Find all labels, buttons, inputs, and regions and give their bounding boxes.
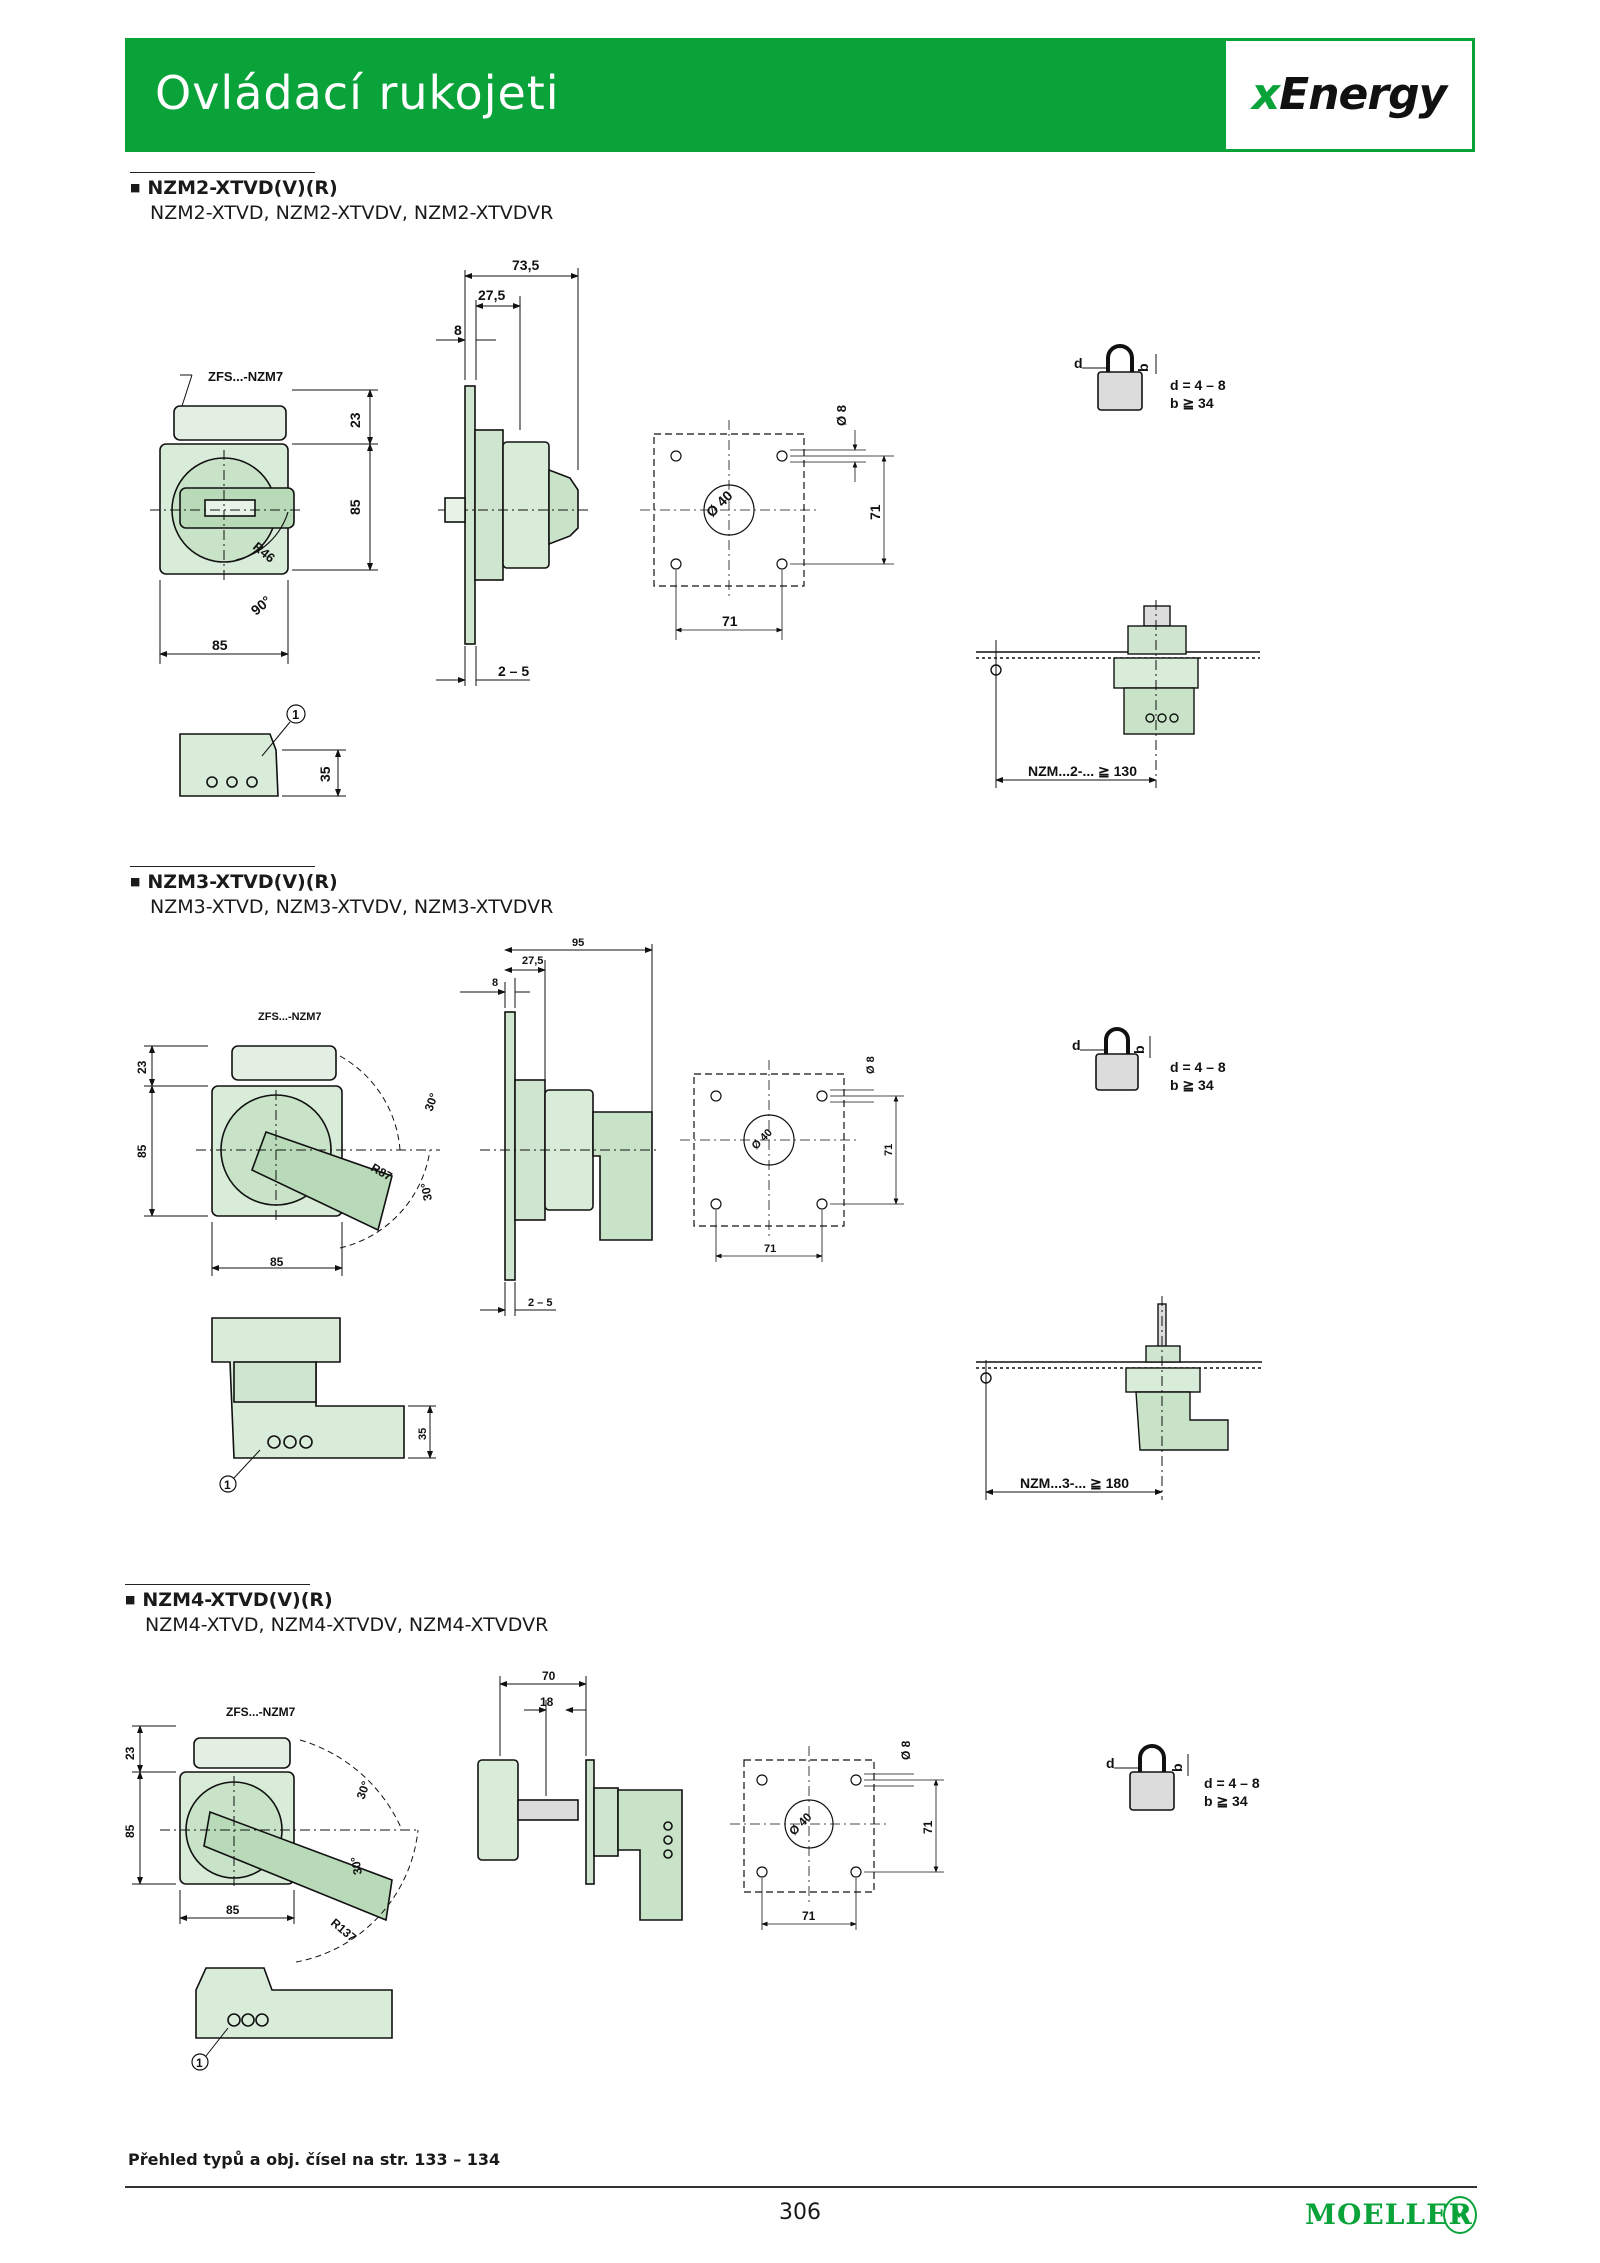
dim-height: 85 — [347, 499, 363, 515]
radius-label-4: R137 — [328, 1916, 359, 1945]
side-dim-8: 8 — [454, 322, 462, 338]
page-header: Ovládací rukojeti xEnergy — [125, 38, 1475, 152]
angle-b-3: 30° — [418, 1181, 435, 1202]
nzm2-mounting-view — [976, 600, 1260, 788]
nzm2-front-view — [150, 374, 378, 664]
zfs-label-3: ZFS...-NZM7 — [258, 1011, 322, 1023]
lock-d-3: d — [1072, 1037, 1081, 1053]
hole-dia-3: Ø 40 — [750, 1127, 775, 1152]
dim-width-4: 85 — [226, 1903, 240, 1917]
lock-b-min-3: b ≧ 34 — [1170, 1077, 1214, 1093]
hole-71h-3: 71 — [764, 1243, 776, 1255]
dim-height-3: 85 — [135, 1144, 149, 1158]
angle-a-3: 30° — [422, 1091, 441, 1113]
mount-dim: NZM...2-... ≧ 130 — [1028, 763, 1137, 779]
section-subtitle: NZM2-XTVD, NZM2-XTVDV, NZM2-XTVDVR — [150, 202, 554, 224]
side-dim-gap-3: 2 – 5 — [528, 1297, 552, 1309]
lock-b-3: b — [1131, 1045, 1147, 1054]
dim-top: 23 — [347, 412, 363, 428]
hole-small-4: Ø 8 — [899, 1740, 913, 1760]
nzm3-bottom-view — [211, 1317, 436, 1493]
side-dim-18: 18 — [540, 1695, 554, 1709]
hole-71v: 71 — [867, 504, 883, 520]
side-dim-gap: 2 – 5 — [498, 663, 529, 679]
dim-top-4: 23 — [123, 1746, 137, 1760]
dim-35-3: 35 — [417, 1428, 429, 1440]
nzm3-front-view — [144, 1045, 440, 1276]
marker-1-3: 1 — [224, 1478, 231, 1492]
page-number: 306 — [779, 2200, 821, 2225]
hole-71h-4: 71 — [802, 1909, 816, 1923]
nzm4-side-view — [477, 1676, 683, 1921]
dim-height-4: 85 — [123, 1824, 137, 1838]
dim-35: 35 — [317, 766, 333, 782]
section-title: NZM2-XTVD(V)(R) — [130, 177, 337, 199]
lock-d-range-3: d = 4 – 8 — [1170, 1059, 1226, 1075]
side-dim-70: 70 — [542, 1669, 556, 1683]
angle-b-4: 30° — [348, 1855, 365, 1876]
lock-b-min-4: b ≧ 34 — [1204, 1793, 1248, 1809]
angle-a-4: 30° — [354, 1779, 373, 1801]
lock-d: d — [1074, 355, 1083, 371]
footer-note: Přehled typů a obj. čísel na str. 133 – … — [128, 2150, 501, 2169]
lock-d-range-4: d = 4 – 8 — [1204, 1775, 1260, 1791]
lock-b-min: b ≧ 34 — [1170, 395, 1214, 411]
xenergy-logo: xEnergy — [1226, 41, 1472, 149]
zfs-label: ZFS...-NZM7 — [208, 369, 283, 384]
footer-divider — [125, 2186, 1477, 2188]
moeller-seal-icon: M — [1443, 2196, 1477, 2234]
zfs-label-holder — [173, 405, 287, 441]
lock-d-range: d = 4 – 8 — [1170, 377, 1226, 393]
nzm2-bottom-view — [179, 704, 346, 797]
lock-b: b — [1135, 363, 1151, 372]
nzm4-front-view — [132, 1725, 420, 1963]
lock-b-4: b — [1169, 1763, 1185, 1772]
nzm4-padlock-icon — [1114, 1744, 1189, 1811]
side-dim-27: 27,5 — [478, 287, 505, 303]
hole-small-3: Ø 8 — [865, 1056, 877, 1074]
nzm2-hole-pattern — [640, 420, 894, 640]
nzm3-mounting-view — [976, 1296, 1262, 1500]
side-dim-27-3: 27,5 — [522, 955, 543, 967]
section-rule — [130, 172, 315, 173]
section-subtitle: NZM3-XTVD, NZM3-XTVDV, NZM3-XTVDVR — [150, 896, 554, 918]
side-dim-95: 95 — [572, 937, 584, 949]
marker-1: 1 — [292, 707, 299, 722]
lock-d-4: d — [1106, 1755, 1115, 1771]
page-title: Ovládací rukojeti — [155, 66, 560, 120]
hole-71v-3: 71 — [883, 1144, 895, 1156]
nzm3-hole-pattern — [680, 1060, 904, 1262]
nzm3-side-view — [460, 944, 660, 1316]
nzm2-side-view — [436, 268, 590, 686]
dim-top-3: 23 — [135, 1060, 149, 1074]
side-dim-73: 73,5 — [512, 257, 539, 273]
xenergy-logo-text: xEnergy — [1251, 69, 1448, 120]
nzm3-padlock-icon — [1080, 1027, 1151, 1091]
hole-71h: 71 — [722, 613, 738, 629]
marker-1-4: 1 — [196, 2056, 203, 2070]
dim-width: 85 — [212, 637, 228, 653]
side-dim-8-3: 8 — [492, 977, 498, 989]
section-title: NZM4-XTVD(V)(R) — [125, 1589, 332, 1611]
nzm2-padlock-icon — [1082, 344, 1157, 411]
section-title: NZM3-XTVD(V)(R) — [130, 871, 337, 893]
section-rule — [125, 1584, 310, 1585]
hole-small: Ø 8 — [834, 405, 849, 426]
zfs-label-4: ZFS...-NZM7 — [226, 1705, 296, 1719]
section-subtitle: NZM4-XTVD, NZM4-XTVDV, NZM4-XTVDVR — [145, 1614, 549, 1636]
dim-width-3: 85 — [270, 1255, 284, 1269]
section-rule — [130, 866, 315, 867]
mount-dim-3: NZM...3-... ≧ 180 — [1020, 1475, 1129, 1491]
hole-71v-4: 71 — [921, 1820, 935, 1834]
nzm4-hole-pattern — [730, 1746, 944, 1930]
hole-dia: Ø 40 — [703, 487, 736, 520]
angle-label: 90° — [248, 592, 275, 618]
nzm4-bottom-view — [191, 1967, 393, 2071]
